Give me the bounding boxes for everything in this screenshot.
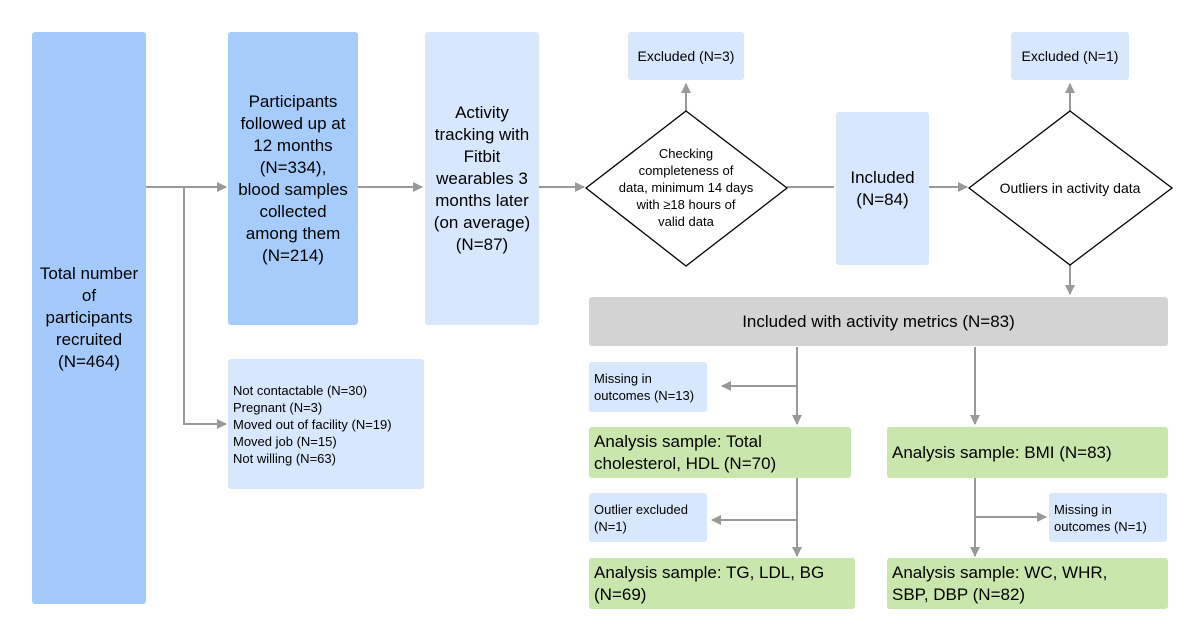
check-diamond-label: Checking completeness of data, minimum 1… bbox=[618, 146, 754, 229]
analysis-bmi-box: Analysis sample: BMI (N=83) bbox=[887, 427, 1168, 478]
activity-tracking-box: Activity tracking with Fitbit wearables … bbox=[425, 32, 539, 325]
excluded-1-box: Excluded (N=1) bbox=[1011, 32, 1129, 80]
missing-13-box: Missing in outcomes (N=13) bbox=[589, 362, 707, 412]
included-metrics-box: Included with activity metrics (N=83) bbox=[589, 297, 1168, 346]
losses-box: Not contactable (N=30) Pregnant (N=3) Mo… bbox=[228, 359, 424, 489]
excluded-3-box: Excluded (N=3) bbox=[628, 32, 744, 80]
check-diamond-shape bbox=[584, 110, 789, 267]
included-84-box: Included (N=84) bbox=[836, 112, 929, 265]
outliers-diamond-label: Outliers in activity data bbox=[999, 179, 1141, 196]
outliers-diamond-shape bbox=[967, 110, 1174, 266]
followup-box: Participants followed up at 12 months (N… bbox=[228, 32, 358, 325]
outlier-excluded-box: Outlier excluded (N=1) bbox=[589, 493, 707, 542]
analysis-cholesterol-box: Analysis sample: Total cholesterol, HDL … bbox=[589, 427, 851, 478]
missing-1-box: Missing in outcomes (N=1) bbox=[1049, 493, 1167, 542]
analysis-tg-box: Analysis sample: TG, LDL, BG (N=69) bbox=[589, 558, 855, 609]
line-to-losses bbox=[183, 187, 227, 429]
total-recruited-box: Total number of participants recruited (… bbox=[32, 32, 146, 604]
analysis-wc-box: Analysis sample: WC, WHR, SBP, DBP (N=82… bbox=[887, 558, 1168, 609]
